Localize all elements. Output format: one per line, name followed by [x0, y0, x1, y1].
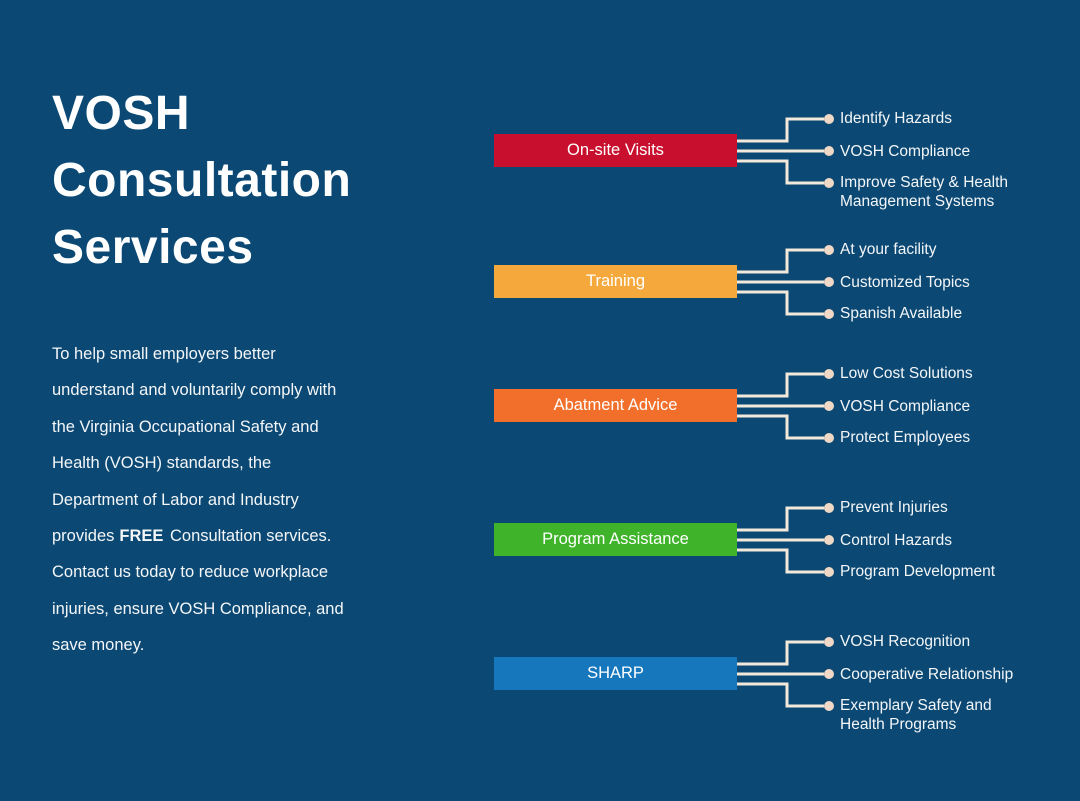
service-bar-training: Training	[494, 265, 737, 298]
bullet-item: Low Cost Solutions	[840, 365, 973, 382]
connector-lines	[737, 369, 834, 443]
bullet-item: VOSH Recognition	[840, 633, 971, 650]
service-group-onsite-visits: On-site Visits Identify Hazards VOSH Com…	[494, 110, 1054, 210]
intro-line: the Virginia Occupational Safety and	[52, 417, 319, 436]
service-bar-label: Program Assistance	[542, 530, 689, 548]
intro-line: understand and voluntarily comply with	[52, 381, 337, 400]
bullet-item: Customized Topics	[840, 274, 970, 291]
bullet-dot	[824, 369, 834, 379]
bullet-item: Spanish Available	[840, 305, 963, 322]
bullet-dot	[824, 277, 834, 287]
service-bar-label: On-site Visits	[567, 141, 664, 159]
intro-free-pre: provides	[52, 527, 115, 546]
bullet-item: VOSH Compliance	[840, 143, 971, 160]
service-bar-label: Training	[586, 272, 645, 290]
service-bar-onsite-visits: On-site Visits	[494, 134, 737, 167]
service-bar-label: Abatment Advice	[553, 396, 678, 414]
bullet-dot	[824, 178, 834, 188]
service-bar-program-assistance: Program Assistance	[494, 523, 737, 556]
service-bar-sharp: SHARP	[494, 657, 737, 690]
title-line-1: VOSH	[52, 87, 191, 140]
bullet-dot	[824, 146, 834, 156]
bullet-dot	[824, 701, 834, 711]
bullet-item: Improve Safety & Health Management Syste…	[840, 174, 1008, 210]
bullet-dot	[824, 637, 834, 647]
service-group-sharp: SHARP VOSH Recognition Cooperative Relat…	[494, 633, 1054, 733]
bullet-dot	[824, 433, 834, 443]
intro-line: injuries, ensure VOSH Compliance, and	[52, 599, 344, 618]
intro-line: To help small employers better	[52, 345, 276, 363]
service-group-program-assistance: Program Assistance Prevent Injuries Cont…	[494, 499, 1054, 580]
title-line-2: Consultation	[52, 154, 352, 207]
intro-paragraph: To help small employers better understan…	[52, 336, 382, 664]
connector-lines	[737, 503, 834, 577]
bullet-item: VOSH Compliance	[840, 398, 971, 415]
bullet-item: Prevent Injuries	[840, 499, 948, 516]
bullet-item: Protect Employees	[840, 429, 971, 446]
bullet-item: Control Hazards	[840, 532, 952, 549]
service-bar-label: SHARP	[587, 664, 644, 682]
bullet-dot	[824, 567, 834, 577]
bullet-item: At your facility	[840, 241, 937, 258]
bullet-dot	[824, 114, 834, 124]
bullet-item: Exemplary Safety and Health Programs	[840, 697, 992, 733]
service-bar-abatment-advice: Abatment Advice	[494, 389, 737, 422]
bullet-item: Identify Hazards	[840, 110, 952, 127]
intro-line: Contact us today to reduce workplace	[52, 563, 329, 582]
bullet-dot	[824, 309, 834, 319]
bullet-dot	[824, 401, 834, 411]
service-group-training: Training At your facility Customized Top…	[494, 241, 1054, 322]
title-line-3: Services	[52, 221, 254, 274]
bullet-item: Program Development	[840, 563, 996, 580]
connector-lines	[737, 245, 834, 319]
bullet-dot	[824, 669, 834, 679]
intro-line: Health (VOSH) standards, the	[52, 454, 272, 473]
intro-free-post: Consultation services.	[165, 527, 332, 546]
bullet-dot	[824, 503, 834, 513]
bullet-dot	[824, 535, 834, 545]
intro-line: save money.	[52, 636, 145, 655]
connector-lines	[737, 114, 834, 188]
page-title: VOSH Consultation Services	[52, 80, 492, 281]
intro-free-word: FREE	[119, 527, 164, 546]
service-group-abatment-advice: Abatment Advice Low Cost Solutions VOSH …	[494, 365, 1054, 446]
intro-line: Department of Labor and Industry	[52, 490, 299, 509]
bullet-dot	[824, 245, 834, 255]
connector-lines	[737, 637, 834, 711]
bullet-item: Cooperative Relationship	[840, 666, 1014, 683]
